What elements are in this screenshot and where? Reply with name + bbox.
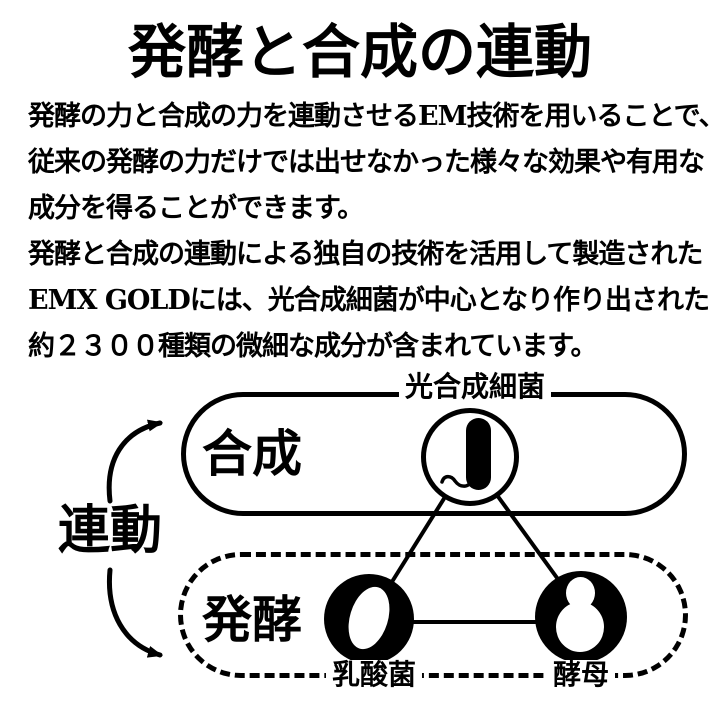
triangle-edge-left (388, 487, 452, 587)
linkage-label: 連動 (58, 500, 163, 561)
triangle-edge-right (492, 489, 562, 584)
fermentation-label: 発酵 (202, 590, 302, 649)
body-text-line: 発酵と合成の連動による独自の技術を活用して製造された (28, 239, 703, 270)
body-text-line: 約２３００種類の微細な成分が含まれています。 (28, 331, 598, 362)
body-text-line: 成分を得ることができます。 (28, 193, 364, 224)
yeast-body-shape (556, 602, 604, 652)
photosynthetic-bacteria-label: 光合成細菌 (398, 372, 552, 402)
yeast-label: 酵母 (546, 660, 616, 690)
body-text-block: 発酵の力と合成の力を連動させるEM技術を用いることで、 従来の発酵の力だけでは出… (28, 94, 720, 370)
bacterium-rod-shape (466, 418, 491, 490)
lactic-acid-bacteria-icon (324, 574, 414, 664)
curved-arrow-up-icon (106, 419, 163, 504)
synthesis-label: 合成 (202, 424, 302, 483)
body-text-line: EMX GOLDには、光合成細菌が中心となり作り出された (28, 285, 710, 316)
fermentation-group-outline (178, 552, 688, 678)
body-text-line: 発酵の力と合成の力を連動させるEM技術を用いることで、 (28, 101, 720, 132)
body-text-line: 従来の発酵の力だけでは出せなかった様々な効果や有用な (28, 147, 705, 178)
photosynthetic-bacteria-icon (421, 408, 519, 506)
page-title: 発酵と合成の連動 (127, 18, 592, 86)
lactic-acid-bacteria-hole (341, 581, 397, 655)
lactic-acid-bacteria-label: 乳酸菌 (325, 660, 423, 690)
bacterium-flagellum (440, 474, 475, 488)
curved-arrow-down-icon (106, 567, 163, 658)
yeast-bud-shape (566, 577, 595, 609)
yeast-icon (535, 571, 627, 663)
